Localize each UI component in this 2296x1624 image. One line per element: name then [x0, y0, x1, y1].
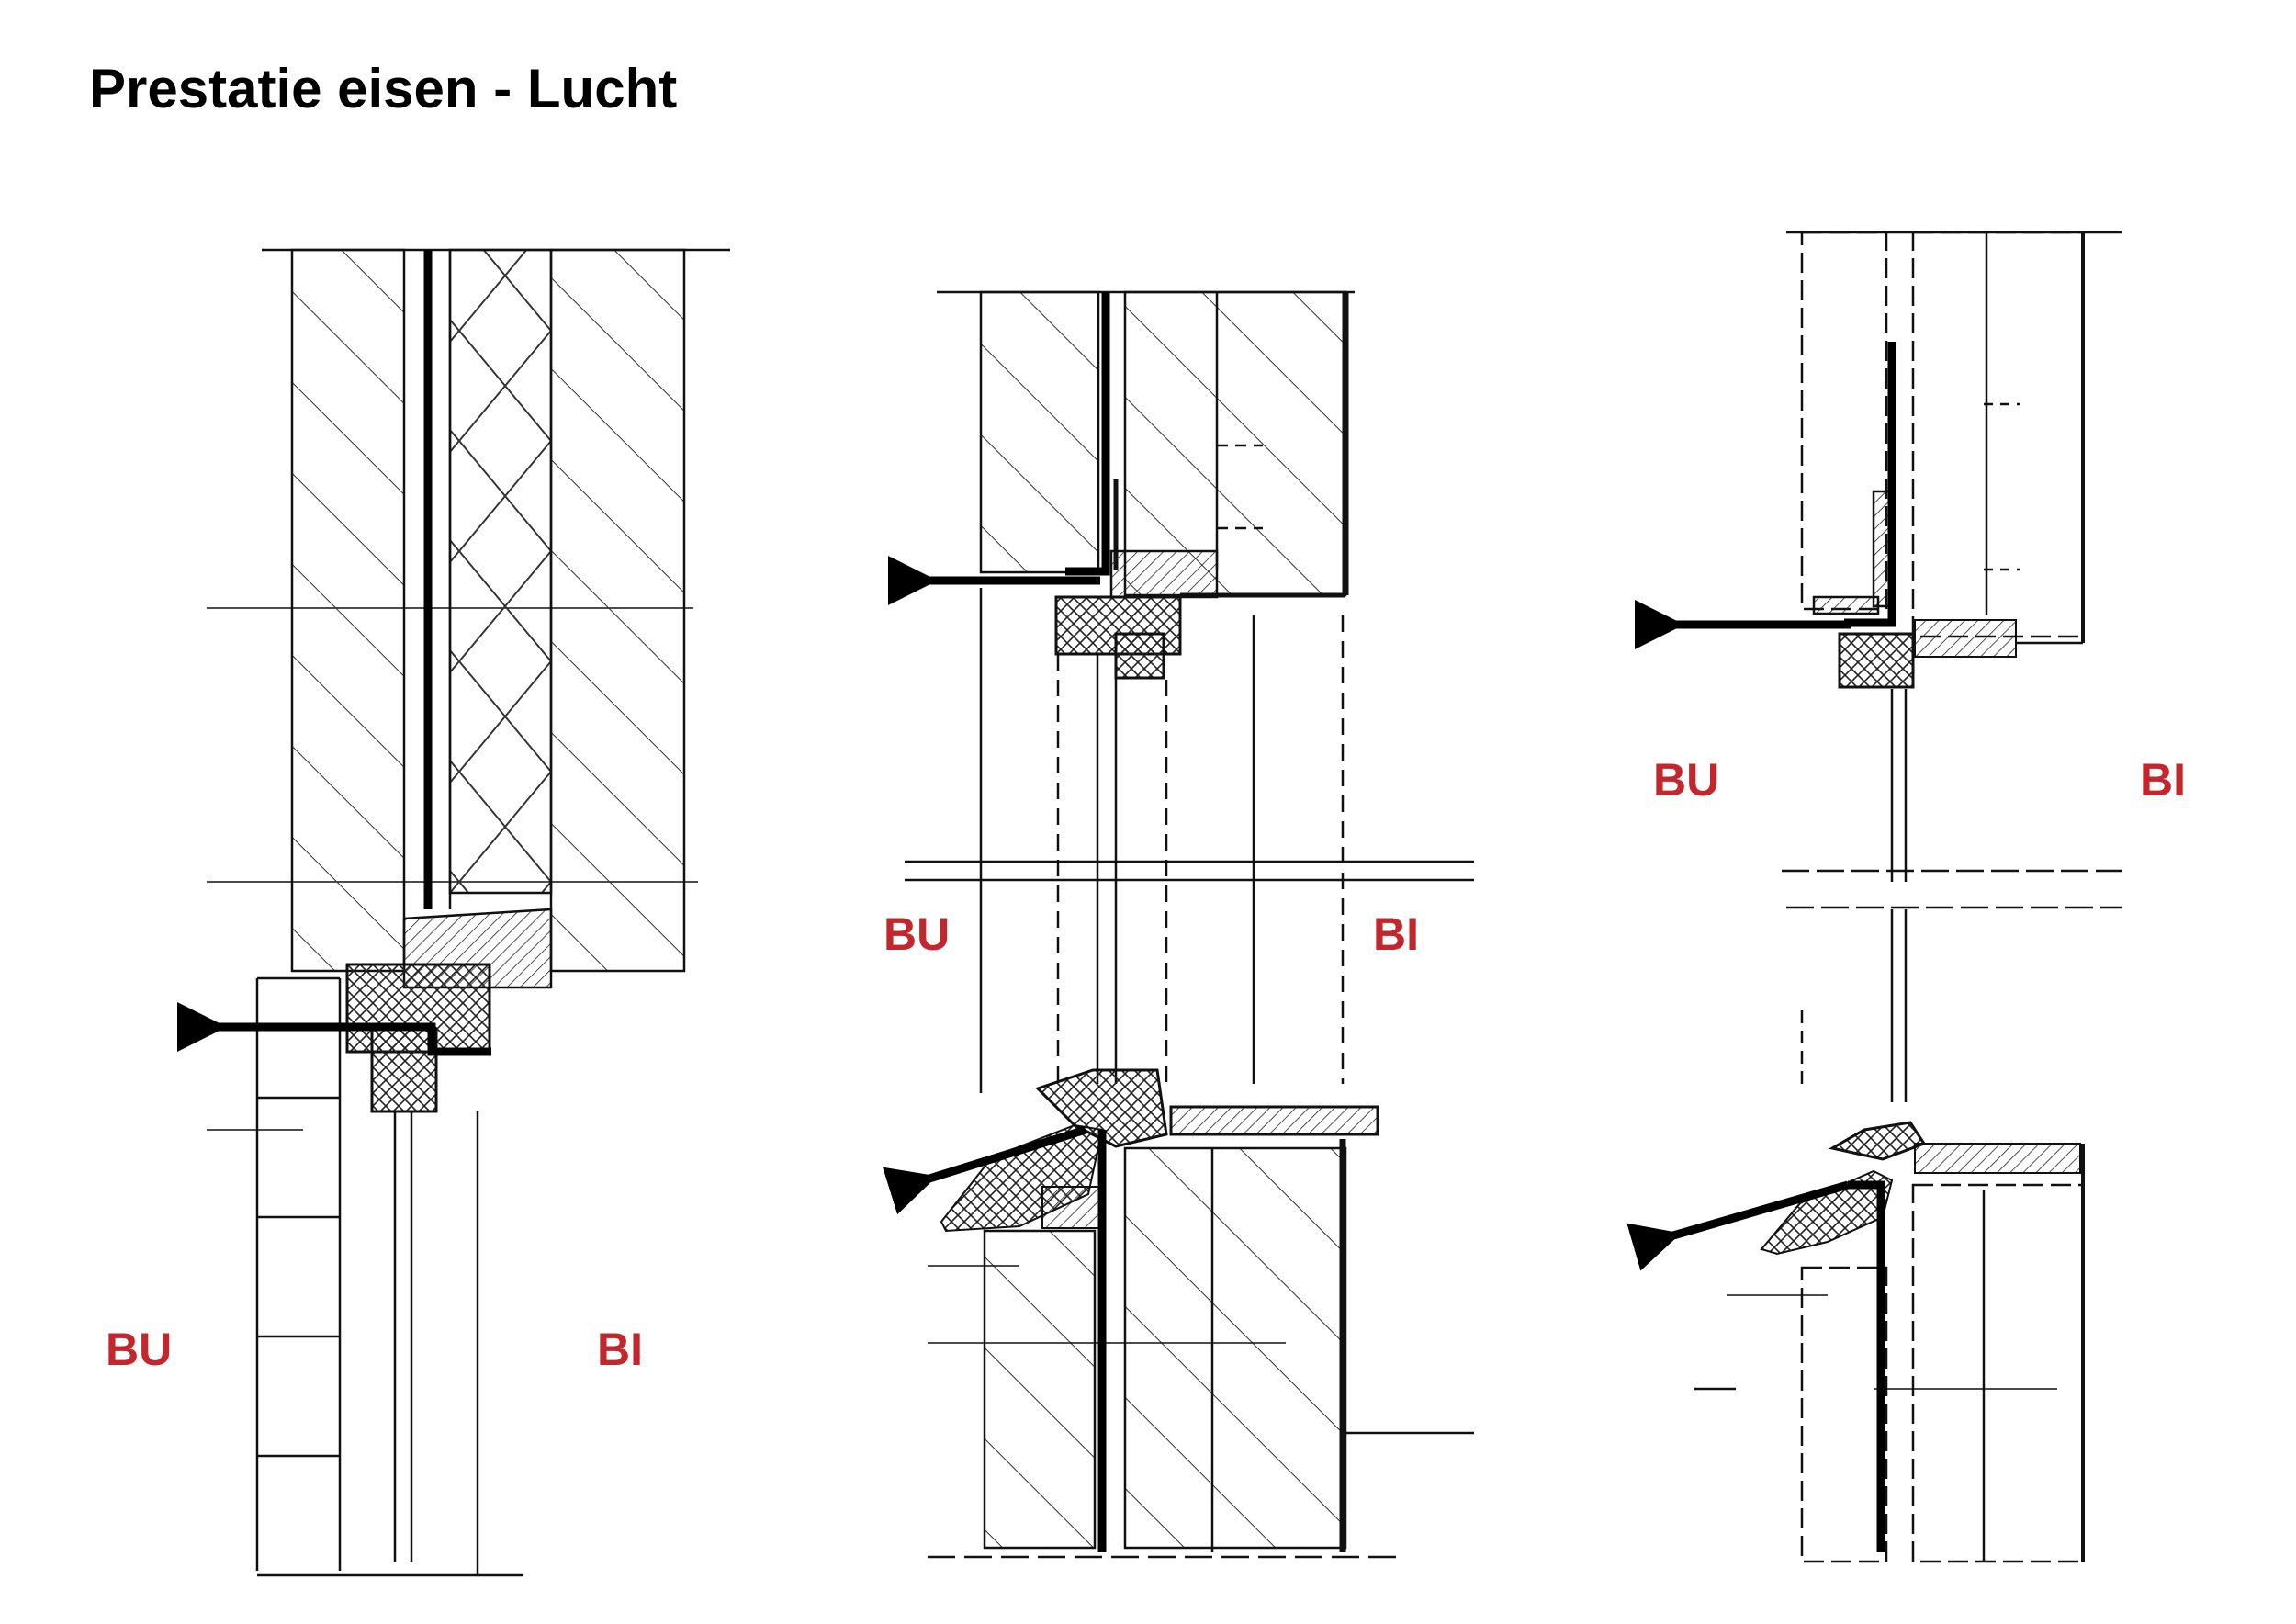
wall-section-detail-2 [883, 290, 1474, 1559]
detail-3-inside-label: BI [2140, 754, 2186, 806]
wall-section-detail-3 [1626, 231, 2122, 1563]
wall-section-detail-1 [177, 248, 730, 1577]
detail-1-inside-label: BI [597, 1324, 643, 1375]
detail-1-outside-label: BU [106, 1324, 173, 1375]
detail-2-inside-label: BI [1373, 908, 1419, 960]
detail-3-outside-label: BU [1653, 754, 1720, 806]
page-title: Prestatie eisen - Lucht [89, 58, 678, 119]
detail-2-outside-label: BU [884, 908, 951, 960]
